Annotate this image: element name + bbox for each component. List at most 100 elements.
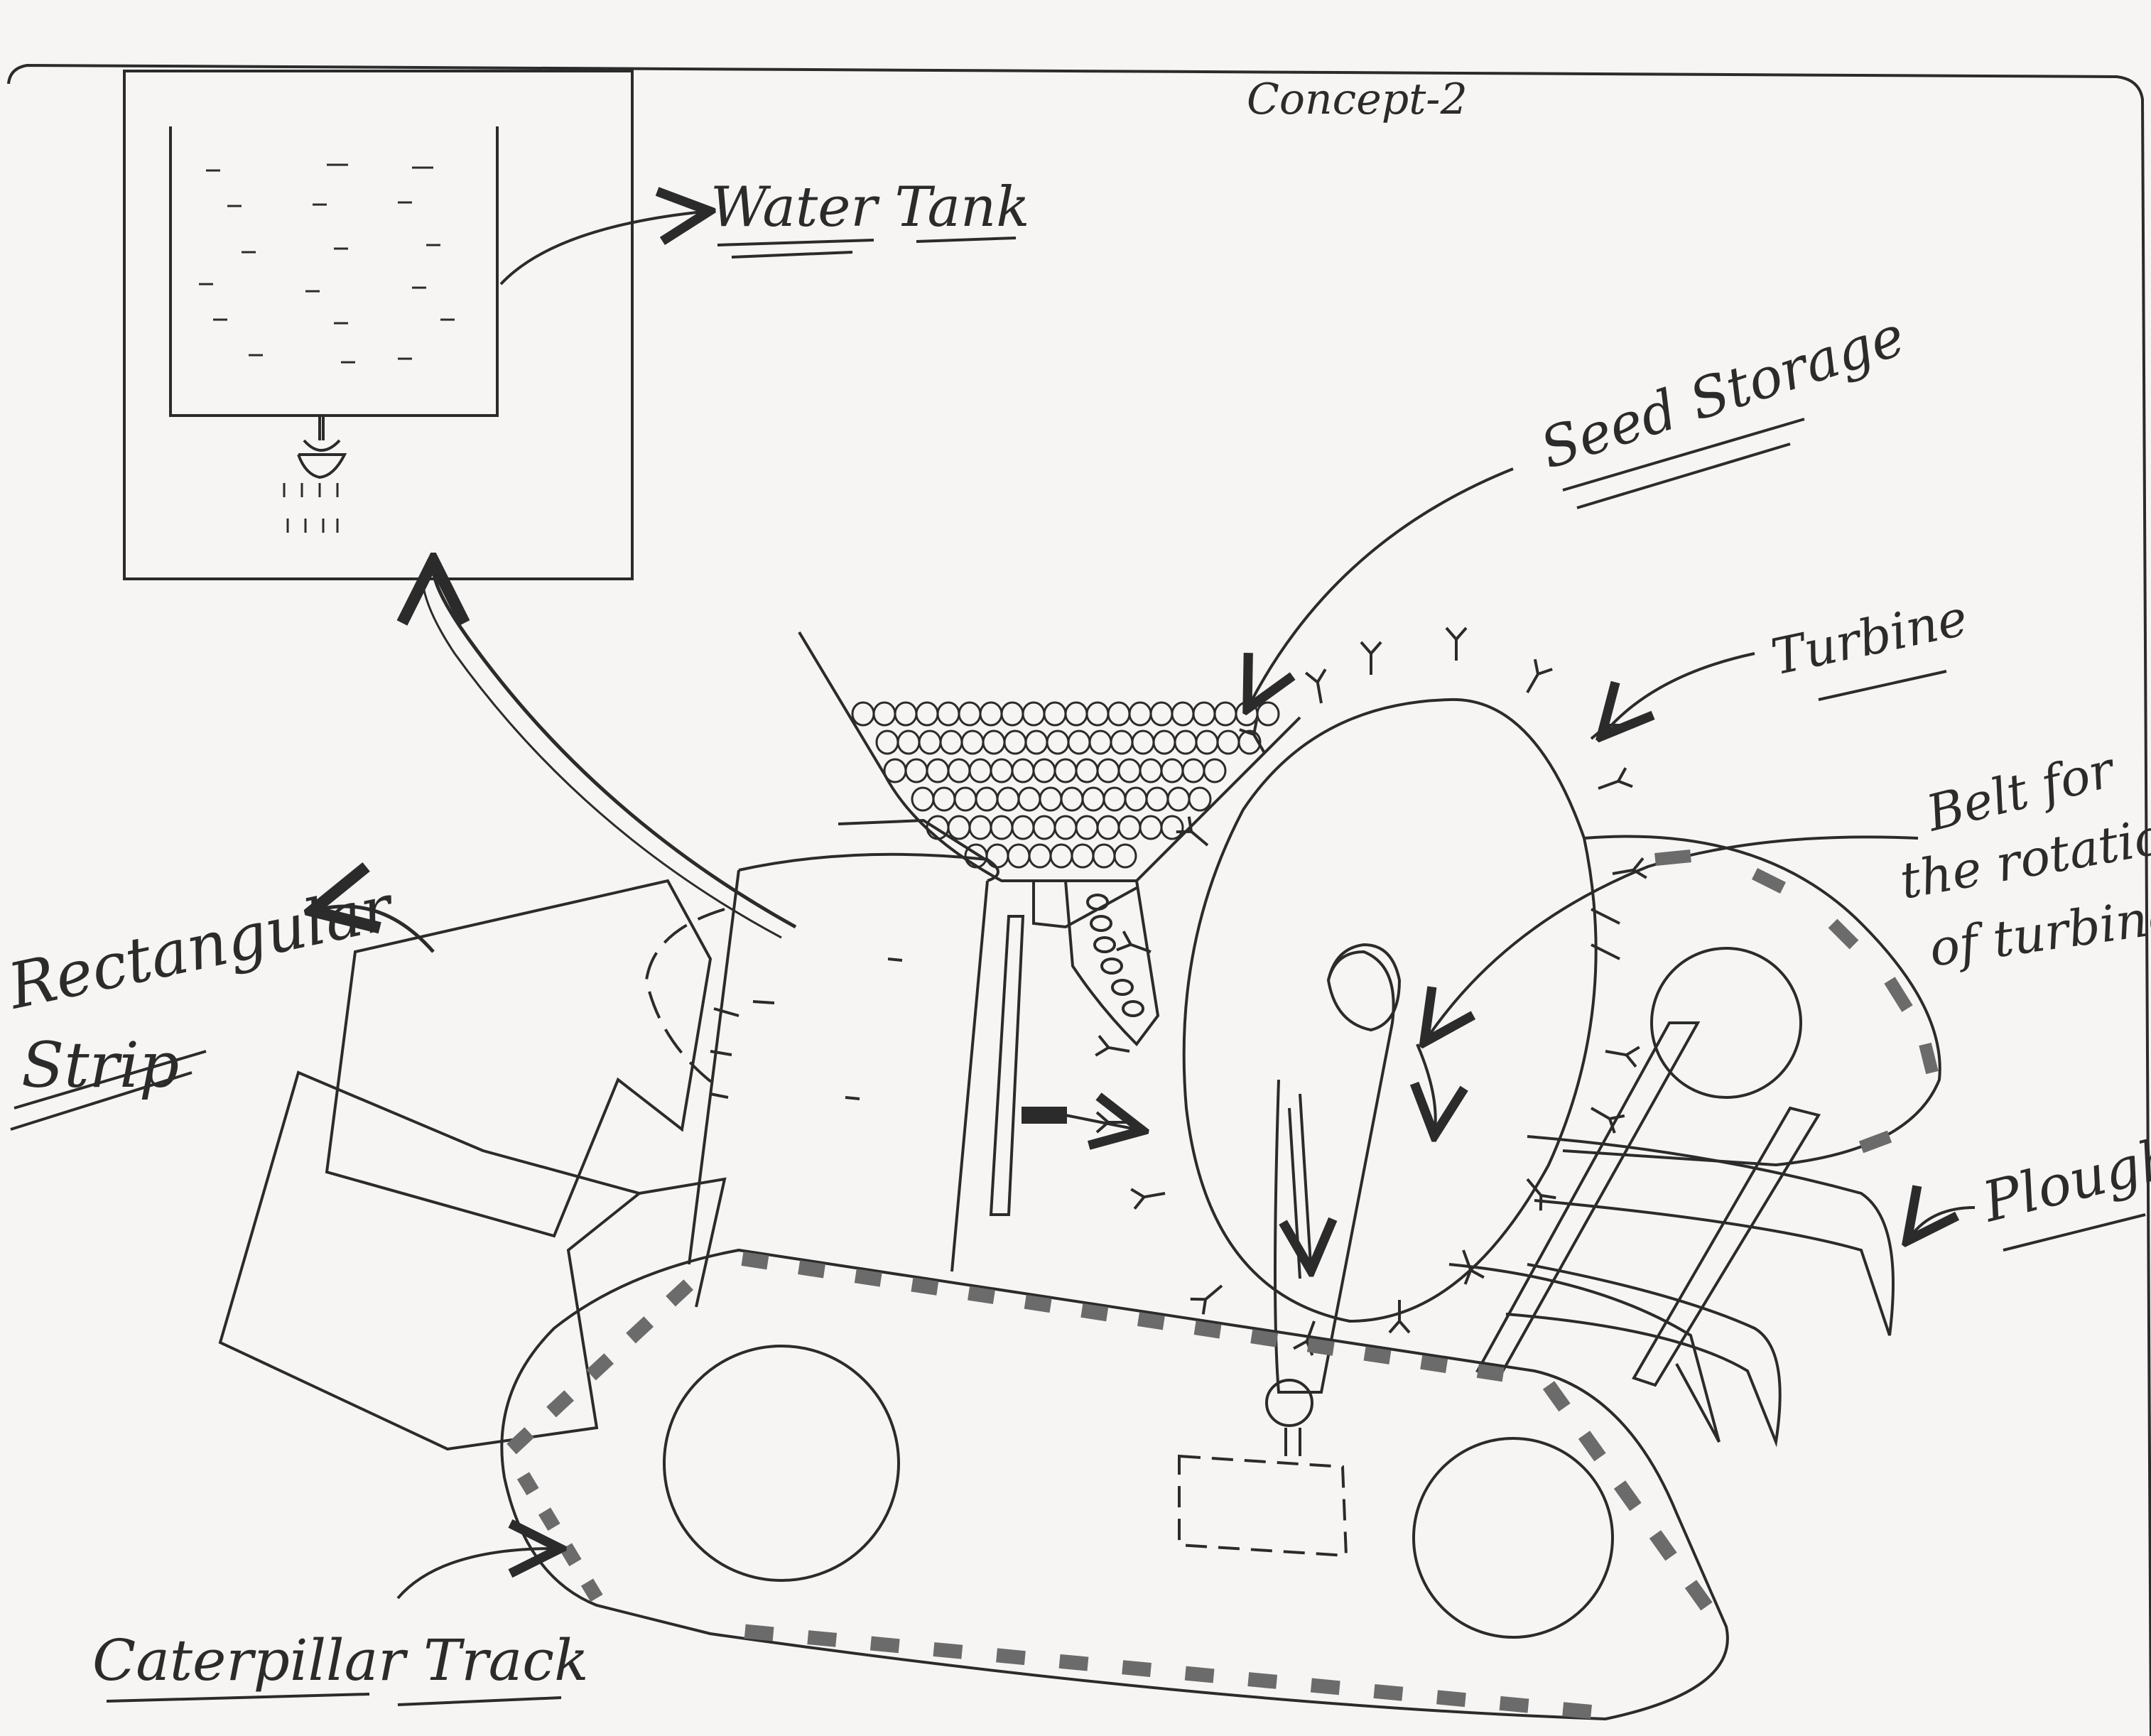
seed — [1047, 731, 1068, 754]
turbine-blade — [1446, 628, 1466, 661]
seed — [1111, 731, 1132, 754]
turbine-blade — [1191, 1278, 1228, 1314]
turbine-blade — [1361, 642, 1381, 675]
seed — [1055, 759, 1076, 782]
tread-segment — [1365, 1354, 1390, 1357]
seed — [1012, 759, 1034, 782]
seed — [1129, 702, 1151, 725]
seed — [1147, 788, 1168, 810]
tread-segment — [742, 1259, 768, 1262]
seed — [1029, 845, 1051, 867]
seed — [1115, 845, 1136, 867]
seed — [1068, 731, 1090, 754]
seed — [1218, 731, 1239, 754]
seed — [955, 788, 976, 810]
turbine-leader — [1605, 653, 1755, 732]
tread-segment — [1563, 1709, 1591, 1712]
seed — [1161, 816, 1183, 839]
seed — [919, 731, 941, 754]
seed — [997, 788, 1019, 810]
seed — [1023, 702, 1044, 725]
seed — [1034, 816, 1055, 839]
caterpillar-track-underline — [107, 1694, 561, 1705]
plough-leader — [1911, 1208, 1975, 1236]
turbine-blade — [1519, 659, 1552, 698]
seed — [1012, 816, 1034, 839]
seed — [970, 816, 991, 839]
turbine-blade — [1306, 669, 1331, 705]
seed — [1132, 731, 1154, 754]
seed — [1108, 702, 1129, 725]
seed — [948, 759, 970, 782]
rear-track-treads — [1655, 856, 1932, 1147]
tread-segment — [1500, 1703, 1529, 1706]
tread-segment — [1437, 1697, 1465, 1700]
tread-segment — [551, 1396, 569, 1412]
tread-segment — [545, 1512, 555, 1528]
tread-segment — [871, 1643, 899, 1646]
seed — [906, 759, 927, 782]
tread-segment — [1186, 1673, 1214, 1676]
tread-segment — [1584, 1435, 1600, 1458]
seed — [983, 731, 1004, 754]
tread-segment — [1421, 1362, 1447, 1366]
seed — [1104, 788, 1125, 810]
tread-segment — [799, 1267, 825, 1271]
seed-storage-label: Seed Storage — [1533, 304, 1912, 482]
seed — [1125, 788, 1147, 810]
seed — [1083, 788, 1104, 810]
seed — [1172, 702, 1193, 725]
page-title: Concept-2 — [1247, 75, 1468, 124]
seed — [1087, 702, 1108, 725]
tread-segment — [1755, 874, 1783, 888]
tread-segment — [808, 1637, 836, 1640]
seed — [980, 702, 1002, 725]
tread-segment — [1308, 1345, 1333, 1348]
seed — [1215, 702, 1236, 725]
tread-segment — [511, 1433, 529, 1449]
seed — [1002, 702, 1023, 725]
caterpillar-track-label: Caterpillar Track — [92, 1627, 589, 1693]
tank-feed-arrow — [433, 568, 796, 927]
seed-chute — [1066, 881, 1158, 1044]
seed — [1196, 731, 1218, 754]
tread-segment — [1139, 1319, 1164, 1323]
water-dashes — [199, 165, 455, 362]
seed — [874, 702, 895, 725]
seed — [1040, 788, 1061, 810]
seed — [1004, 731, 1026, 754]
tread-segment — [566, 1547, 576, 1563]
seed — [1189, 788, 1210, 810]
seed — [1151, 702, 1172, 725]
seed — [1034, 759, 1055, 782]
seed — [852, 702, 874, 725]
tread-segment — [1925, 1044, 1932, 1073]
turbine-blade — [1131, 1183, 1166, 1209]
tread-segment — [1195, 1328, 1220, 1331]
tread-segment — [1248, 1679, 1277, 1682]
tread-segment — [745, 1632, 774, 1634]
seed — [898, 731, 919, 754]
seed — [1098, 759, 1119, 782]
seed — [1061, 788, 1083, 810]
tread-segment — [524, 1476, 533, 1492]
rectangular-strip-label-line1: Rectangular — [1, 870, 401, 1024]
seed — [962, 731, 983, 754]
seed — [1090, 731, 1111, 754]
seed — [991, 816, 1012, 839]
tread-segment — [1890, 980, 1907, 1009]
seed — [941, 731, 962, 754]
seed — [1257, 702, 1279, 725]
turbine-blade — [1585, 710, 1622, 747]
turbine-blade — [1095, 1036, 1131, 1061]
seed — [1055, 816, 1076, 839]
seed — [959, 702, 980, 725]
seed — [970, 759, 991, 782]
seed — [916, 702, 938, 725]
water-tank-underline — [717, 238, 1016, 257]
seed — [1026, 731, 1047, 754]
turbine-blades — [1095, 628, 1646, 1355]
seed — [1098, 816, 1119, 839]
seed — [1119, 816, 1140, 839]
